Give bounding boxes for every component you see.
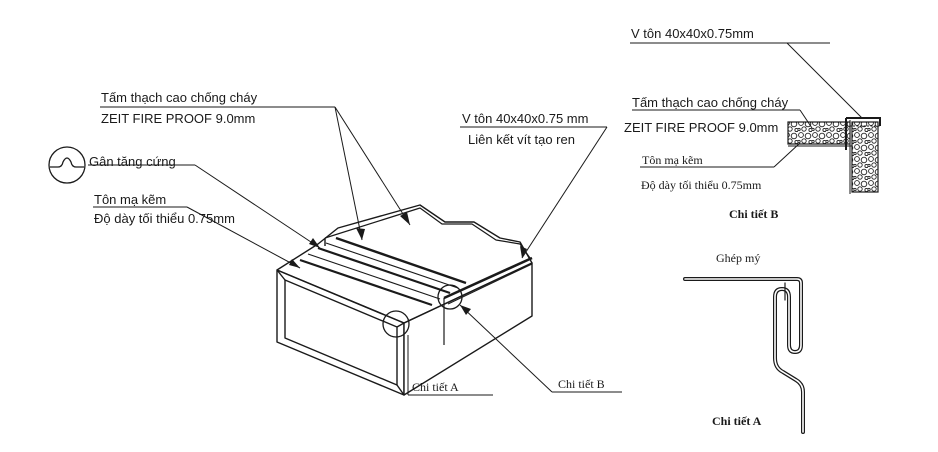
- sheet-name-label: Tôn mạ kẽm: [94, 192, 167, 207]
- rib-line-1: [299, 258, 433, 307]
- rib-line-4: [325, 242, 459, 289]
- detail-b-drawing: [787, 117, 881, 194]
- detail-b-callout-label: Chi tiết B: [558, 377, 605, 391]
- detail-b-circle: [437, 284, 463, 310]
- detail-a-seam-outer: [683, 277, 805, 434]
- detail-a-seam-label: Ghép mý: [716, 251, 761, 265]
- v-angle-label: V tôn 40x40x0.75 mm: [462, 111, 589, 126]
- detail-b-sheet-thickness-label: Độ dày tối thiểu 0.75mm: [641, 178, 762, 192]
- detail-b-leaders: [630, 42, 863, 168]
- detail-a-drawing: [683, 277, 805, 434]
- rib-symbol-icon: [48, 146, 86, 184]
- v-angle-edge: [443, 256, 533, 300]
- rib-line-3: [317, 246, 451, 295]
- detail-a-callout-label: Chi tiết A: [412, 380, 459, 394]
- main-leaders: [88, 106, 622, 396]
- detail-a-circle: [382, 310, 410, 338]
- detail-b-board-horizontal: [787, 121, 851, 145]
- rib-line-2: [307, 253, 441, 300]
- board-spec-label: ZEIT FIRE PROOF 9.0mm: [101, 111, 256, 126]
- duct-top-face: [276, 204, 533, 324]
- detail-b-board-spec-label: ZEIT FIRE PROOF 9.0mm: [624, 120, 779, 135]
- board-name-label: Tấm thạch cao chống cháy: [101, 90, 258, 105]
- detail-b-sheet-name-label: Tôn mạ kẽm: [642, 153, 703, 167]
- detail-b-v-angle: [846, 117, 881, 126]
- screw-label: Liên kết vít tạo ren: [468, 132, 575, 147]
- detail-a-seam-inner: [684, 278, 804, 433]
- detail-a-title: Chi tiết A: [712, 414, 762, 428]
- rib-label: Gân tăng cứng: [89, 154, 176, 169]
- main-arrowheads: [289, 212, 527, 315]
- duct-body: [276, 204, 533, 396]
- sheet-thickness-label: Độ dày tối thiểu 0.75mm: [94, 211, 235, 226]
- gypsum-board-top: [324, 207, 531, 259]
- rib-line-5: [335, 236, 467, 285]
- detail-b-v-angle-label: V tôn 40x40x0.75mm: [631, 26, 754, 41]
- detail-b-title: Chi tiết B: [729, 207, 779, 221]
- detail-b-board-vertical: [851, 121, 879, 193]
- detail-b-board-name-label: Tấm thạch cao chống cháy: [632, 95, 789, 110]
